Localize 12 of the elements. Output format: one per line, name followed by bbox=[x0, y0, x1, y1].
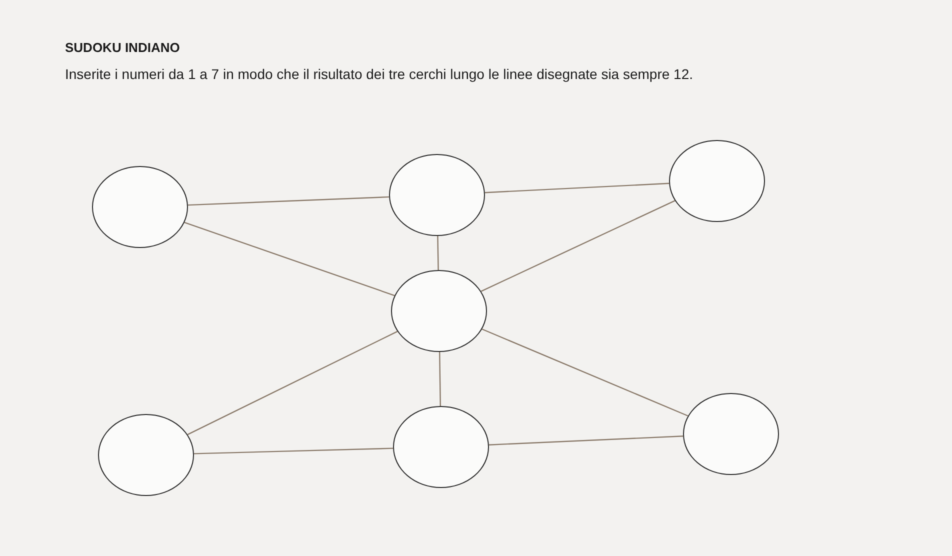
connecting-line bbox=[194, 448, 394, 454]
connecting-line bbox=[480, 200, 676, 292]
connecting-line bbox=[439, 352, 441, 406]
connecting-line bbox=[482, 328, 688, 416]
connecting-line bbox=[484, 182, 670, 194]
connecting-line bbox=[184, 222, 395, 296]
title: SUDOKU INDIANO bbox=[65, 40, 180, 55]
connecting-line bbox=[488, 436, 684, 446]
connecting-line bbox=[187, 330, 398, 436]
instruction-text: Inserite i numeri da 1 a 7 in modo che il risultato dei tre cerchi lungo le linee disegnate sia sempre 12. bbox=[65, 65, 694, 84]
connecting-line bbox=[188, 196, 390, 206]
connecting-line bbox=[437, 236, 439, 270]
